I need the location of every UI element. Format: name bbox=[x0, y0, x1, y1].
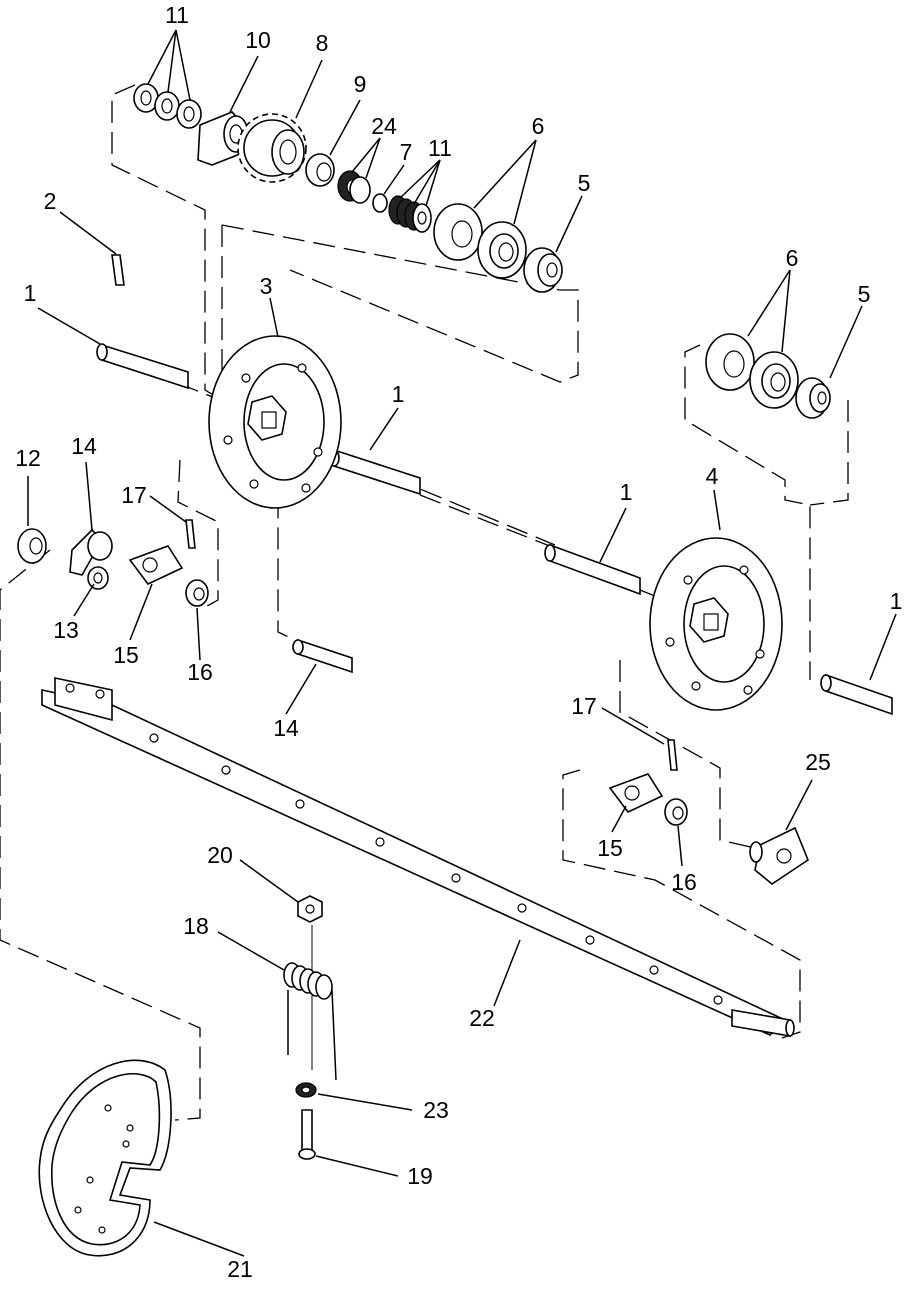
shafts-1 bbox=[96, 343, 893, 716]
callout-6-top: 6 bbox=[532, 113, 545, 139]
callout-16-left: 16 bbox=[187, 659, 213, 685]
callout-1-mid: 1 bbox=[620, 479, 633, 505]
washer-7 bbox=[372, 193, 388, 213]
spring-assembly bbox=[283, 895, 337, 1160]
callout-23: 23 bbox=[423, 1097, 449, 1123]
collar-9 bbox=[305, 153, 335, 187]
callout-8: 8 bbox=[316, 30, 329, 56]
callout-3: 3 bbox=[260, 273, 273, 299]
callout-11-washers: 11 bbox=[165, 2, 189, 28]
callout-13: 13 bbox=[53, 617, 79, 643]
spring-washers-11 bbox=[388, 195, 432, 233]
callout-16-right: 16 bbox=[671, 869, 697, 895]
callout-12: 12 bbox=[15, 445, 41, 471]
flanges-6 bbox=[433, 203, 527, 279]
callout-5-right: 5 bbox=[858, 281, 871, 307]
wheel-disc-4 bbox=[649, 537, 783, 711]
callout-14-lower: 14 bbox=[273, 715, 299, 741]
callout-11-spring-washers: 11 bbox=[428, 135, 452, 161]
callout-15-right: 15 bbox=[597, 835, 623, 861]
sprocket-8 bbox=[237, 113, 307, 183]
callout-14-upper: 14 bbox=[71, 433, 97, 459]
scraper-bar-22 bbox=[41, 677, 795, 1037]
callout-25: 25 bbox=[805, 749, 831, 775]
wheel-disc-3 bbox=[208, 335, 342, 509]
right-bearing-assembly bbox=[705, 333, 831, 419]
leader-lines bbox=[27, 29, 897, 1257]
right-small-parts bbox=[608, 773, 809, 885]
callout-2: 2 bbox=[44, 188, 57, 214]
callout-1-left: 1 bbox=[24, 280, 37, 306]
callout-21: 21 bbox=[227, 1256, 253, 1282]
callouts: 11 10 8 9 24 7 11 6 5 2 1 3 6 5 1 1 4 1 … bbox=[15, 2, 902, 1282]
seals-24 bbox=[337, 170, 371, 204]
callout-15-left: 15 bbox=[113, 642, 139, 668]
callout-6-right: 6 bbox=[786, 245, 799, 271]
top-bearing-assembly bbox=[133, 83, 563, 293]
spring-18 bbox=[283, 962, 337, 1081]
left-small-parts bbox=[17, 528, 209, 607]
callout-19: 19 bbox=[407, 1163, 433, 1189]
washers-11 bbox=[133, 83, 202, 129]
callout-20: 20 bbox=[207, 842, 233, 868]
callout-5-top: 5 bbox=[578, 170, 591, 196]
callout-4: 4 bbox=[706, 463, 719, 489]
callout-1-center: 1 bbox=[392, 381, 405, 407]
callout-9: 9 bbox=[354, 71, 367, 97]
callout-17-left: 17 bbox=[121, 482, 147, 508]
callout-7: 7 bbox=[400, 139, 413, 165]
callout-22: 22 bbox=[469, 1005, 495, 1031]
shield-21 bbox=[38, 1059, 172, 1257]
callout-1-right: 1 bbox=[890, 588, 903, 614]
callout-24: 24 bbox=[371, 113, 397, 139]
callout-17-right: 17 bbox=[571, 693, 597, 719]
bearing-5 bbox=[523, 247, 563, 293]
callout-18: 18 bbox=[183, 913, 209, 939]
cotter-pins bbox=[111, 254, 678, 771]
callout-10: 10 bbox=[245, 27, 271, 53]
